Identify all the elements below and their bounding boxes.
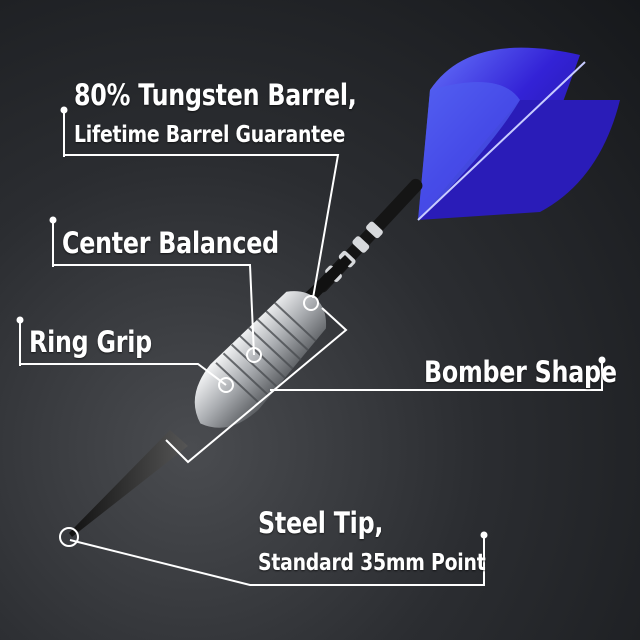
balanced-dot <box>49 216 57 224</box>
tungsten-target-circle <box>303 295 319 311</box>
callout-lines <box>19 112 603 586</box>
bomber-dot <box>598 356 606 364</box>
point-length-label: Standard 35mm Point <box>258 550 486 576</box>
tungsten-label: 80% Tungsten Barrel, <box>74 78 357 112</box>
center-balanced-label: Center Balanced <box>62 226 279 260</box>
callout-markers <box>16 106 606 547</box>
steel-tip-label: Steel Tip, <box>258 506 384 540</box>
bomber-shape-label: Bomber Shape <box>424 355 617 389</box>
tungsten-dot <box>60 106 68 114</box>
balanced-target-circle <box>246 347 262 363</box>
ring-grip-label: Ring Grip <box>29 325 152 359</box>
guarantee-label: Lifetime Barrel Guarantee <box>74 122 346 148</box>
tip-dot <box>480 531 488 539</box>
ring-grip-target-circle <box>218 377 234 393</box>
ring-grip-dot <box>16 316 24 324</box>
dart-flight <box>417 47 620 221</box>
steel-tip <box>69 430 188 537</box>
tip-target-circle <box>59 527 79 547</box>
